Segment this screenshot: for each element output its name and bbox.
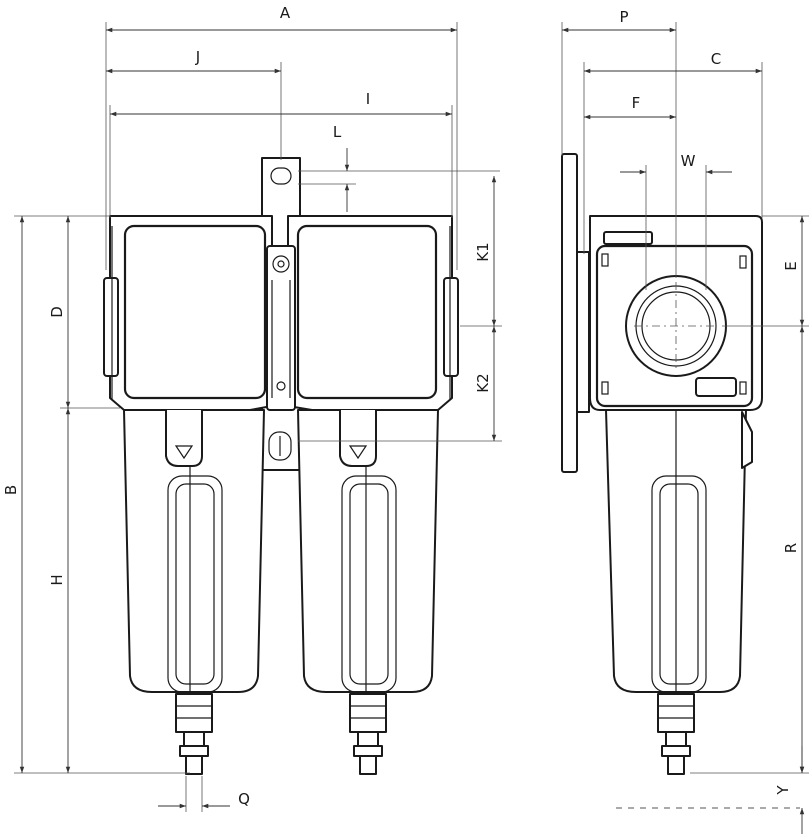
- right-bowl: [297, 409, 439, 693]
- label-w: W: [681, 152, 696, 170]
- label-k1: K1: [474, 242, 492, 261]
- right-bowl-latch: [339, 410, 377, 467]
- label-q: Q: [238, 790, 250, 808]
- dimension-lines: [14, 22, 809, 834]
- side-view: [561, 153, 800, 809]
- center-connector: [266, 245, 296, 411]
- label-r: R: [782, 543, 800, 553]
- label-j: J: [195, 48, 200, 66]
- label-k2: K2: [474, 373, 492, 392]
- right-filter-unit: [287, 215, 459, 775]
- label-f: F: [632, 94, 641, 112]
- wall-plate: [561, 153, 578, 473]
- right-unit-front-panel: [296, 224, 438, 400]
- left-filter-unit: [103, 215, 273, 775]
- label-i: I: [366, 90, 370, 108]
- left-bowl: [123, 409, 265, 693]
- label-p: P: [619, 8, 628, 26]
- left-bowl-latch: [165, 410, 203, 467]
- label-c: C: [711, 50, 721, 68]
- left-side-port: [103, 277, 119, 377]
- side-bottom-tab: [695, 377, 737, 397]
- left-drain: [175, 693, 213, 733]
- front-view: [103, 157, 459, 775]
- label-e: E: [782, 261, 800, 270]
- label-h: H: [48, 574, 66, 585]
- label-b: B: [2, 485, 20, 495]
- dimension-labels: A J I L K1 K2 B D H Q P C F W E R Y: [2, 4, 800, 808]
- side-top-tab: [603, 231, 653, 245]
- right-side-port: [443, 277, 459, 377]
- left-unit-front-panel: [123, 224, 267, 400]
- side-drain: [657, 693, 695, 733]
- plate-clamp: [576, 251, 590, 413]
- label-a: A: [280, 4, 291, 22]
- side-latch: [741, 411, 753, 469]
- label-d: D: [48, 306, 66, 318]
- label-l: L: [333, 123, 342, 141]
- label-y: Y: [774, 785, 792, 796]
- right-drain: [349, 693, 387, 733]
